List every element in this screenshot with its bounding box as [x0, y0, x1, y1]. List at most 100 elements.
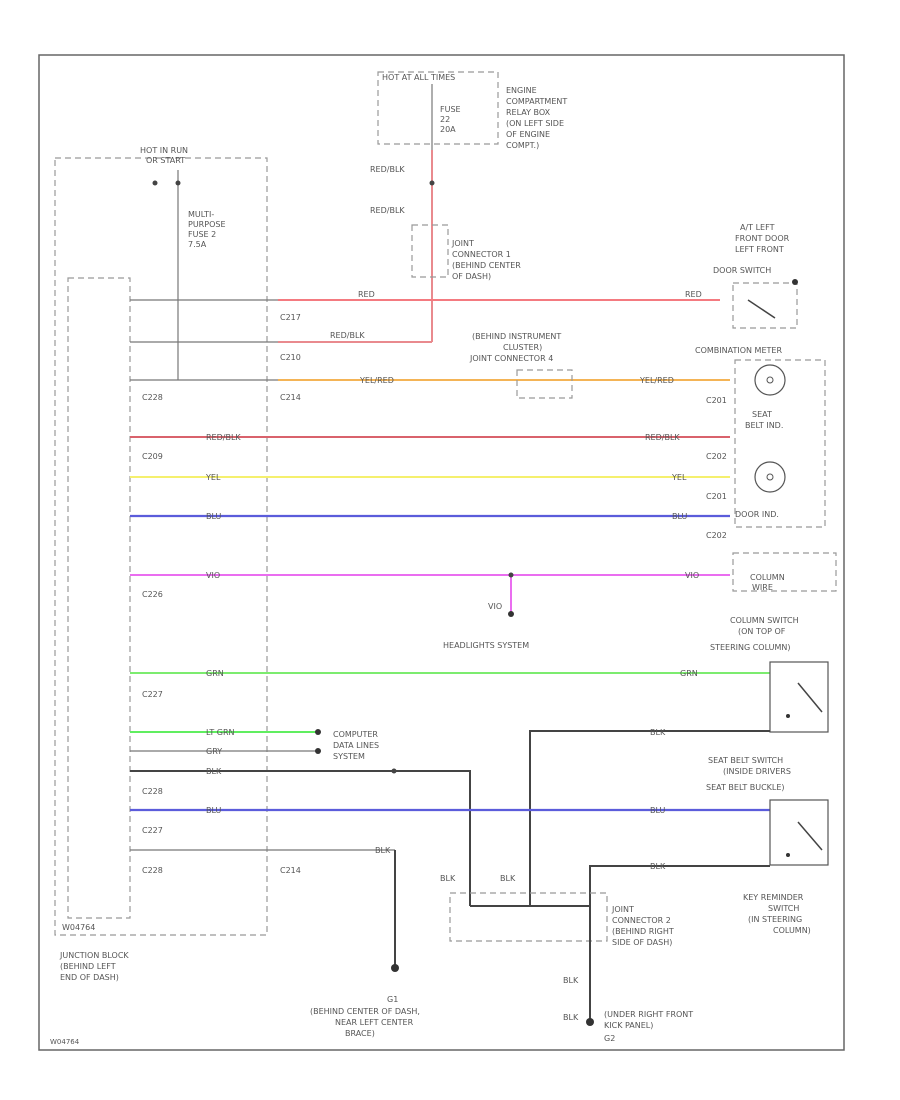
relay-box-outline: [377, 71, 499, 145]
hot-in-run-label-2: OR START: [146, 156, 185, 165]
c228-label-3: C228: [142, 866, 163, 875]
joint-connector-2-label-4: SIDE OF DASH): [612, 938, 672, 947]
door-switch-ground: [792, 279, 798, 285]
c214-label: C214: [280, 393, 301, 402]
yel-red-wire-label-2: YEL/RED: [639, 376, 674, 385]
ground-right-label-2: KICK PANEL): [604, 1021, 653, 1030]
gry-terminal: [315, 748, 321, 754]
seat-belt-lamp-filament: [766, 376, 774, 384]
red-blk-label-1: RED/BLK: [370, 165, 405, 174]
joint-connector-2-label-3: (BEHIND RIGHT: [612, 927, 674, 936]
blu-wire-label-3: BLU: [206, 806, 222, 815]
joint-connector-4-label-3: JOINT CONNECTOR 4: [469, 354, 553, 363]
door-lamp-filament: [766, 473, 774, 481]
door-switch-label: A/T LEFT: [740, 223, 775, 232]
junction-block-outline: [54, 157, 268, 936]
seat-belt-switch-label-2: (INSIDE DRIVERS: [723, 767, 791, 776]
joint-connector-1-label-2: CONNECTOR 1: [452, 250, 511, 259]
c228-label-2: C228: [142, 787, 163, 796]
junction-block-inner-outline: [67, 277, 131, 919]
computer-lines-label-3: SYSTEM: [333, 752, 365, 761]
joint-connector-1-label-4: OF DASH): [452, 272, 491, 281]
ground-right-label: (UNDER RIGHT FRONT: [604, 1010, 693, 1019]
g2-ground-terminal: [586, 1018, 594, 1026]
blk-wire-label-4: BLK: [650, 862, 666, 871]
g1-ground-terminal: [391, 964, 399, 972]
multi-fuse-label: MULTI-: [188, 210, 214, 219]
fuse-22-label: FUSE: [440, 105, 461, 114]
red-blk-wire-label-2: RED/BLK: [206, 433, 241, 442]
engine-box-label-5: OF ENGINE: [506, 130, 550, 139]
blk-wire-label-7: BLK: [563, 976, 579, 985]
ground-center-label: G1: [387, 995, 398, 1004]
junction-block-label: JUNCTION BLOCK: [59, 951, 129, 960]
seat-belt-switch-label-3: SEAT BELT BUCKLE): [706, 783, 785, 792]
multi-fuse-label-3: FUSE 2: [188, 230, 216, 239]
red-blk-wire-label-3: RED/BLK: [645, 433, 680, 442]
seat-belt-ind-label: SEAT: [752, 410, 772, 419]
c227-label-2: C227: [142, 826, 163, 835]
grn-wire-label: GRN: [206, 669, 224, 678]
door-indicator-lamp: [754, 461, 786, 493]
blk-wire-label: BLK: [650, 728, 666, 737]
key-reminder-label-3: (IN STEERING: [748, 915, 802, 924]
key-reminder-label-2: SWITCH: [768, 904, 799, 913]
seat-belt-switch-contact: [797, 821, 823, 851]
joint-connector-1-label-3: (BEHIND CENTER: [452, 261, 521, 270]
vio-wire-label-2: VIO: [685, 571, 699, 580]
column-switch-contact: [797, 682, 823, 713]
ground-right-label-3: G2: [604, 1034, 615, 1043]
grn-wire-label-2: GRN: [680, 669, 698, 678]
engine-box-label: ENGINE: [506, 86, 537, 95]
fuse-22-label-2: 22: [440, 115, 450, 124]
computer-lines-label-2: DATA LINES: [333, 741, 379, 750]
joint-connector-2-outline: [449, 892, 608, 942]
fuse-22-label-3: 20A: [440, 125, 456, 134]
column-wire-label-2: WIRE: [752, 583, 773, 592]
door-switch-contact: [747, 299, 776, 319]
joint-connector-2-label-2: CONNECTOR 2: [612, 916, 671, 925]
column-wire-label: COLUMN: [750, 573, 785, 582]
combination-meter-label: COMBINATION METER: [695, 346, 782, 355]
key-reminder-label-4: COLUMN): [773, 926, 811, 935]
engine-box-label-4: (ON LEFT SIDE: [506, 119, 564, 128]
red-blk-splice: [429, 180, 435, 186]
hot-at-all-times-label: HOT AT ALL TIMES: [382, 73, 455, 82]
headlights-label: HEADLIGHTS SYSTEM: [443, 641, 529, 650]
joint-connector-4-outline: [516, 369, 573, 399]
blu-wire-label: BLU: [206, 512, 222, 521]
ground-center-label-3: NEAR LEFT CENTER: [335, 1018, 414, 1027]
blu-wire-label-2: BLU: [672, 512, 688, 521]
joint-connector-2-label: JOINT: [611, 905, 634, 914]
seat-belt-switch-terminal: [786, 853, 790, 857]
c202-label-2: C202: [706, 531, 727, 540]
column-switch-label: COLUMN SWITCH: [730, 616, 799, 625]
red-wire-label-2: RED: [685, 290, 702, 299]
outer-frame: [38, 54, 845, 1051]
blk-wire-label-8: BLK: [563, 1013, 579, 1022]
junction-block-label-2: (BEHIND LEFT: [60, 962, 116, 971]
vio-terminal: [508, 611, 514, 617]
c210-label: C210: [280, 353, 301, 362]
lt-grn-wire-label: LT GRN: [206, 728, 235, 737]
vio-wire-label-3: VIO: [488, 602, 502, 611]
blk-splice: [391, 768, 397, 774]
fuse-terminal: [152, 180, 158, 186]
c201-label: C201: [706, 396, 727, 405]
multi-fuse-label-2: PURPOSE: [188, 220, 226, 229]
yel-wire-label-2: YEL: [671, 473, 687, 482]
computer-lines-label: COMPUTER: [333, 730, 378, 739]
joint-connector-4-label-2: CLUSTER): [503, 343, 542, 352]
door-switch-label-3: LEFT FRONT: [735, 245, 784, 254]
seat-belt-ind-label-2: BELT IND.: [745, 421, 783, 430]
joint-connector-1-label: JOINT: [451, 239, 474, 248]
engine-box-label-3: RELAY BOX: [506, 108, 551, 117]
c228-label: C228: [142, 393, 163, 402]
engine-box-label-6: COMPT.): [506, 141, 539, 150]
c202-label: C202: [706, 452, 727, 461]
blk-wire-key-reminder: [589, 865, 770, 930]
joint-connector-1-outline: [411, 224, 449, 278]
yel-red-wire-label: YEL/RED: [359, 376, 394, 385]
diagram-code: W04764: [50, 1038, 80, 1046]
junction-block-id: W04764: [62, 923, 95, 932]
